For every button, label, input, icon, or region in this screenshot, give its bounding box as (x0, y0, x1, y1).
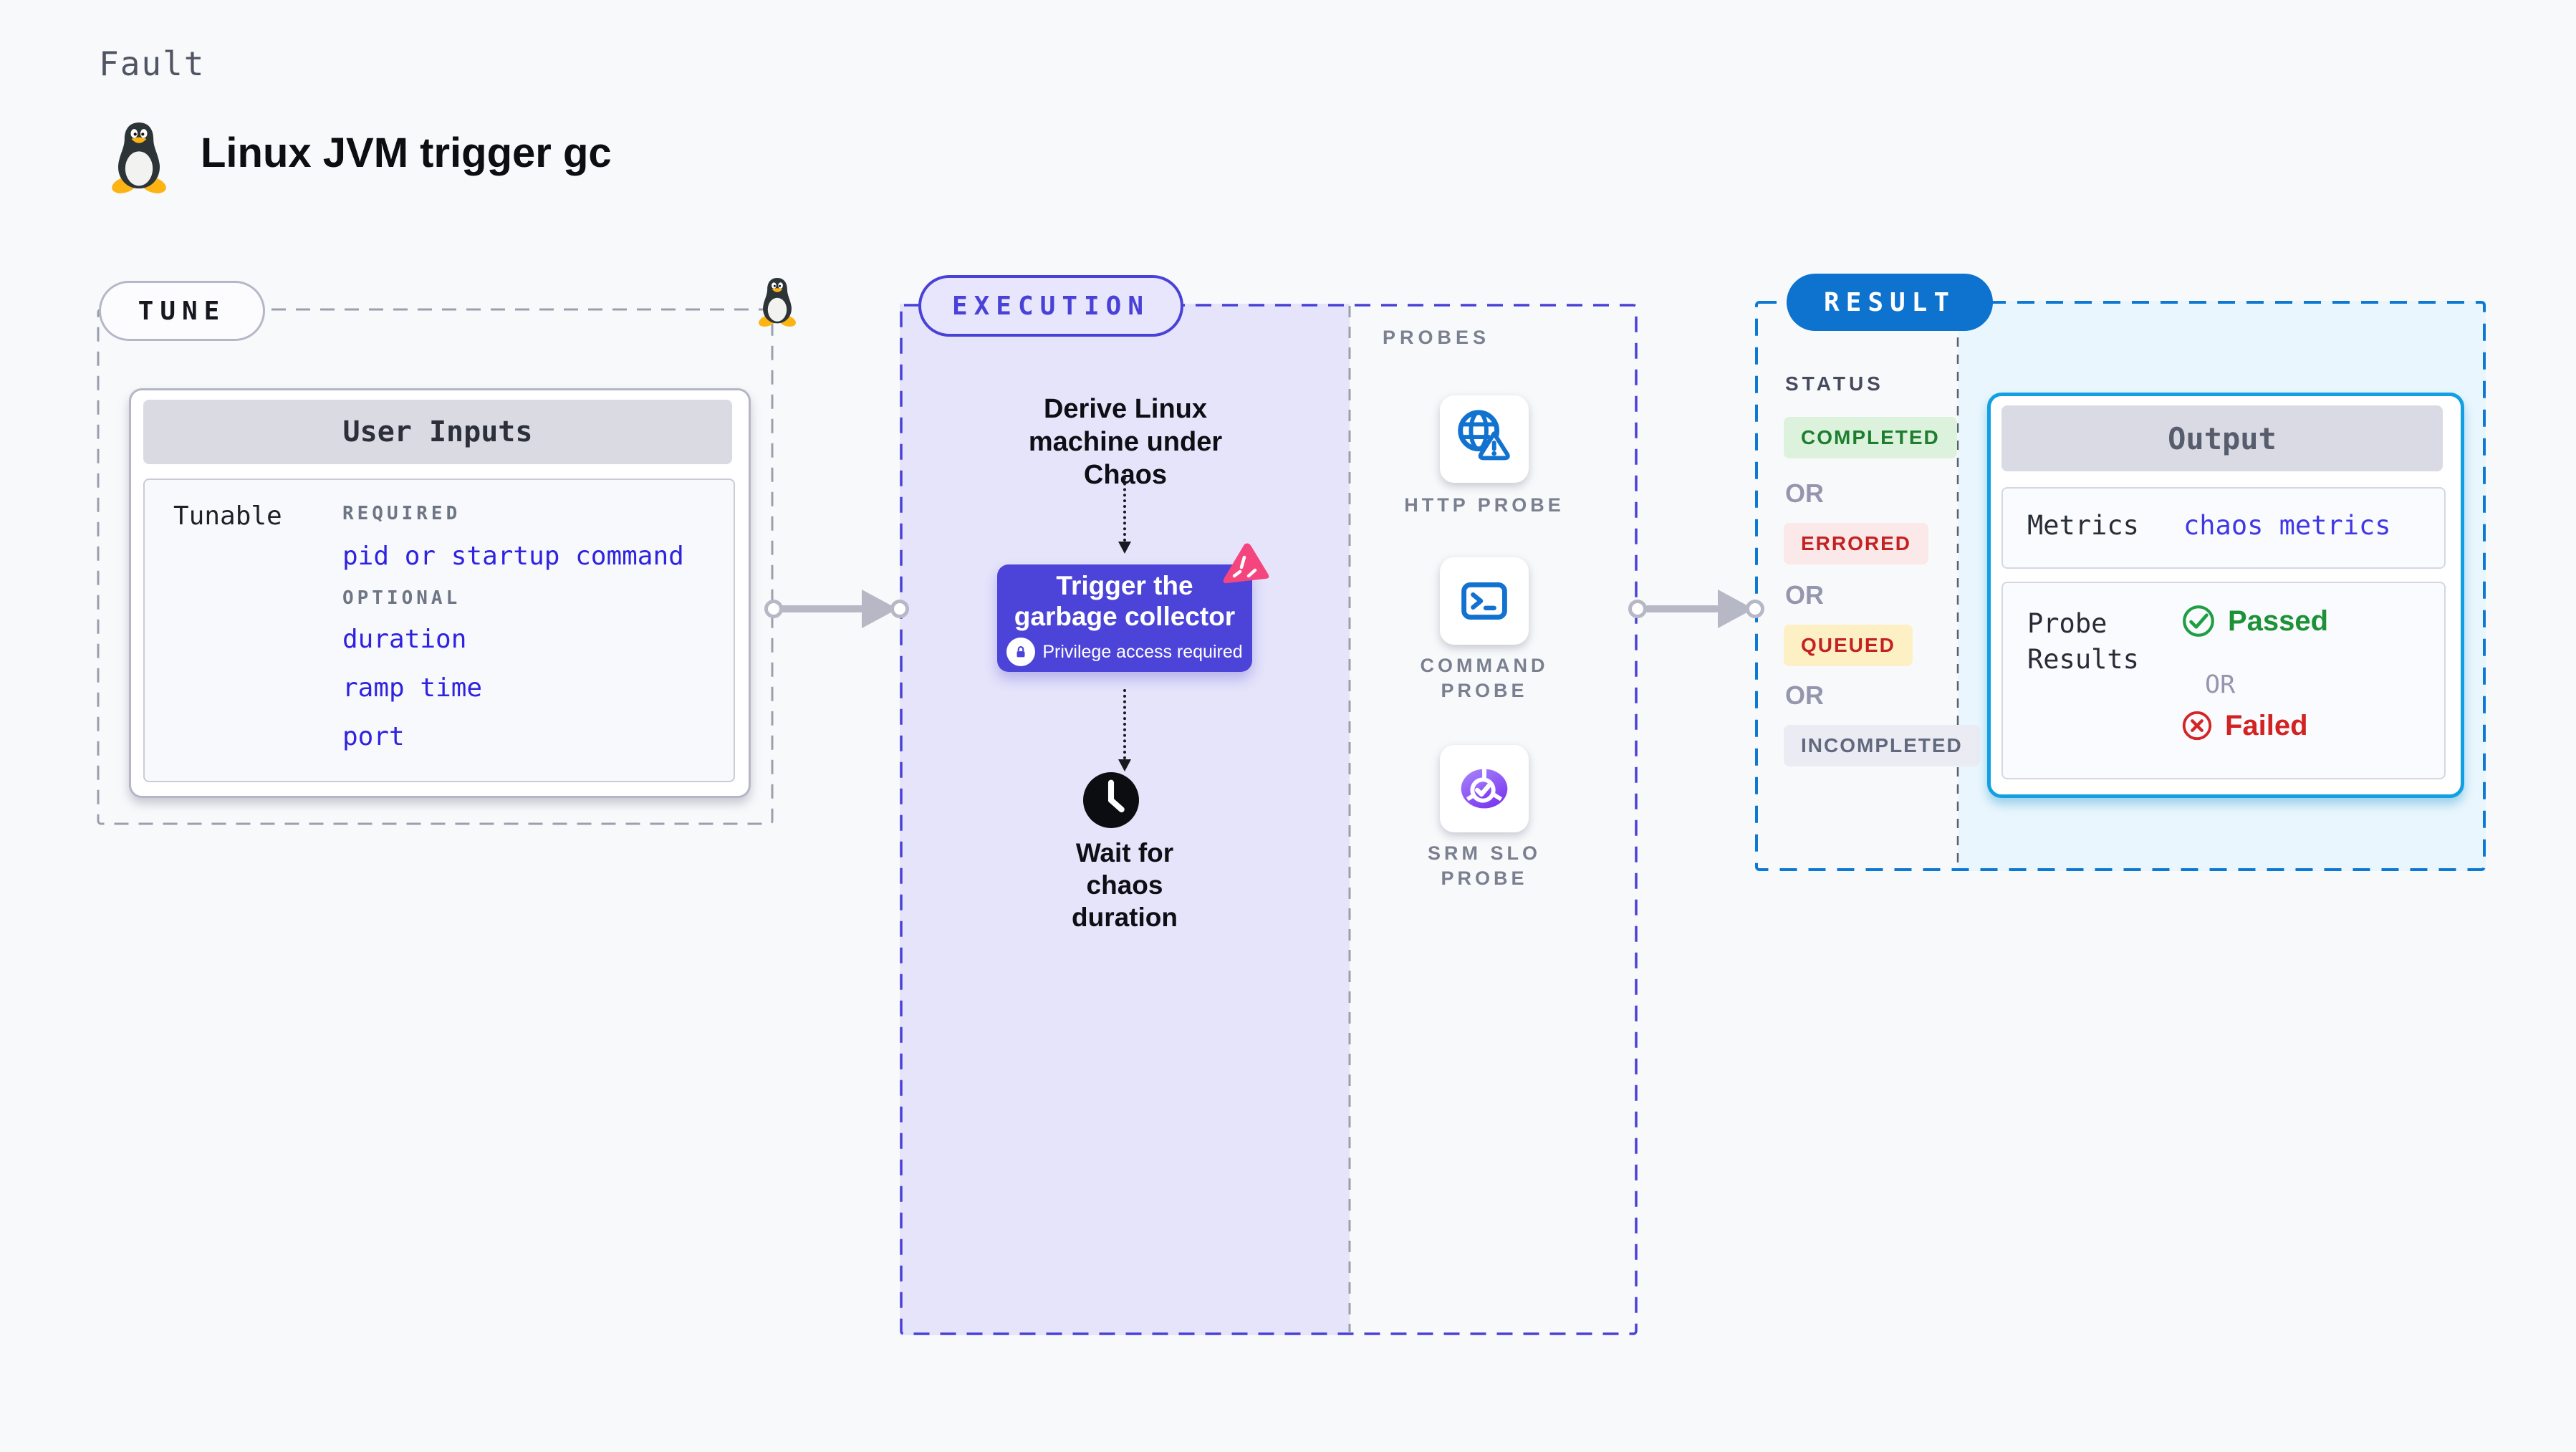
trigger-gc-title: Trigger the garbage collector (1014, 571, 1236, 631)
execution-to-result-arrow-line (1645, 605, 1719, 612)
wait-clock-icon (1083, 772, 1139, 828)
output-or-separator: OR (2205, 670, 2236, 699)
page-title: Linux JVM trigger gc (201, 130, 612, 176)
required-label: REQUIRED (342, 503, 461, 524)
status-or-separator: OR (1785, 681, 1824, 710)
command-probe-card (1440, 557, 1529, 645)
status-column-label: STATUS (1785, 372, 1884, 395)
tux-linux-icon (112, 122, 166, 193)
passed-label: Passed (2228, 605, 2329, 637)
slo-donut-check-icon (1461, 768, 1508, 809)
status-badge-completed: COMPLETED (1784, 417, 1957, 458)
result-dashed-box (1755, 301, 2486, 871)
probe-results-label: Probe Results (2027, 608, 2139, 675)
chaos-pinwheel-icon (1223, 543, 1269, 584)
terminal-icon (1461, 582, 1507, 620)
failed-label: Failed (2225, 709, 2308, 741)
privilege-note: Privilege access required (1042, 641, 1243, 662)
status-or-separator: OR (1785, 580, 1824, 610)
trigger-gc-action-node: Trigger the garbage collector Privilege … (997, 564, 1252, 672)
lock-icon (1006, 638, 1036, 666)
output-card-header: Output (2001, 405, 2443, 471)
http-probe-label: HTTP PROBE (1404, 494, 1565, 516)
http-probe-card (1440, 395, 1529, 483)
probe-result-passed: Passed (2181, 603, 2328, 639)
flow-dotted-connector (1123, 471, 1126, 542)
tune-dashed-box (97, 308, 774, 825)
result-section-label: RESULT (1823, 287, 1956, 317)
srm-slo-probe-card (1440, 745, 1529, 832)
result-section-pill: RESULT (1787, 274, 1993, 331)
tunable-link-port[interactable]: port (342, 722, 405, 751)
wait-duration-step: Wait for chaos duration (1072, 838, 1178, 932)
flow-arrow-head (1118, 759, 1131, 771)
execution-output-port (1628, 600, 1647, 618)
optional-label: OPTIONAL (342, 587, 461, 609)
command-probe-label: COMMAND PROBE (1420, 655, 1549, 701)
globe-alert-icon (1458, 410, 1510, 461)
flow-arrow-head (1118, 542, 1131, 554)
execution-input-port (890, 600, 909, 618)
tune-to-execution-arrow-line (779, 605, 864, 612)
status-or-separator: OR (1785, 479, 1824, 508)
tunable-link-duration[interactable]: duration (342, 625, 467, 654)
tune-section-pill: TUNE (99, 281, 265, 341)
probe-result-failed: Failed (2181, 709, 2308, 742)
srm-slo-probe-label: SRM SLO PROBE (1427, 842, 1541, 889)
probes-column-label: PROBES (1383, 327, 1491, 348)
tunable-link-pid-or-startup-command[interactable]: pid or startup command (342, 542, 684, 571)
tune-output-port (764, 600, 783, 618)
execution-section-pill: EXECUTION (918, 275, 1183, 337)
check-circle-icon (2183, 605, 2214, 637)
status-badge-incompleted: INCOMPLETED (1784, 725, 1980, 766)
user-inputs-header: User Inputs (143, 400, 732, 464)
tux-linux-icon-small (759, 278, 796, 327)
status-badge-errored: ERRORED (1784, 523, 1929, 564)
metrics-label: Metrics (2027, 510, 2139, 541)
metrics-row (2001, 487, 2446, 569)
execution-section-label: EXECUTION (951, 291, 1150, 321)
probe-results-row (2001, 582, 2446, 779)
tune-section-label: TUNE (138, 296, 226, 326)
tunable-row-label: Tunable (173, 501, 282, 531)
flow-dotted-connector (1123, 689, 1126, 759)
result-input-port (1746, 600, 1764, 618)
tunable-link-ramp-time[interactable]: ramp time (342, 673, 483, 703)
execution-dashed-box (900, 304, 1638, 1335)
status-badge-queued: QUEUED (1784, 625, 1913, 666)
user-inputs-body (143, 479, 735, 782)
chaos-metrics-link[interactable]: chaos metrics (2183, 510, 2391, 541)
x-circle-icon (2182, 711, 2212, 741)
fault-kicker: Fault (99, 44, 206, 83)
